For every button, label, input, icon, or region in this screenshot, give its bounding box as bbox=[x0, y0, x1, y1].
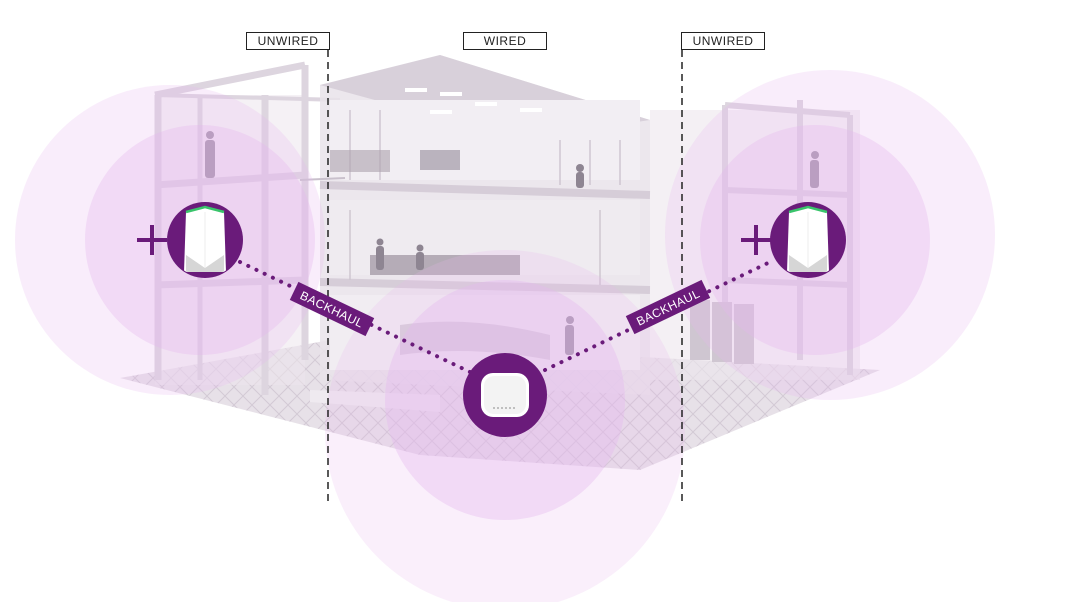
plus-icon bbox=[137, 225, 167, 255]
plus-icon bbox=[741, 225, 771, 255]
center-block bbox=[299, 55, 651, 395]
ceiling-access-point-icon bbox=[463, 353, 547, 437]
people-silhouettes bbox=[205, 131, 819, 355]
zone-dividers bbox=[327, 50, 683, 502]
orbi-satellite-icon bbox=[167, 202, 243, 278]
zone-label-wired: WIRED bbox=[463, 32, 547, 50]
orbi-satellite-icon bbox=[770, 202, 846, 278]
zone-label-unwired-right: UNWIRED bbox=[681, 32, 765, 50]
zone-label-unwired-left: UNWIRED bbox=[246, 32, 330, 50]
backhaul-link-right bbox=[543, 260, 772, 372]
